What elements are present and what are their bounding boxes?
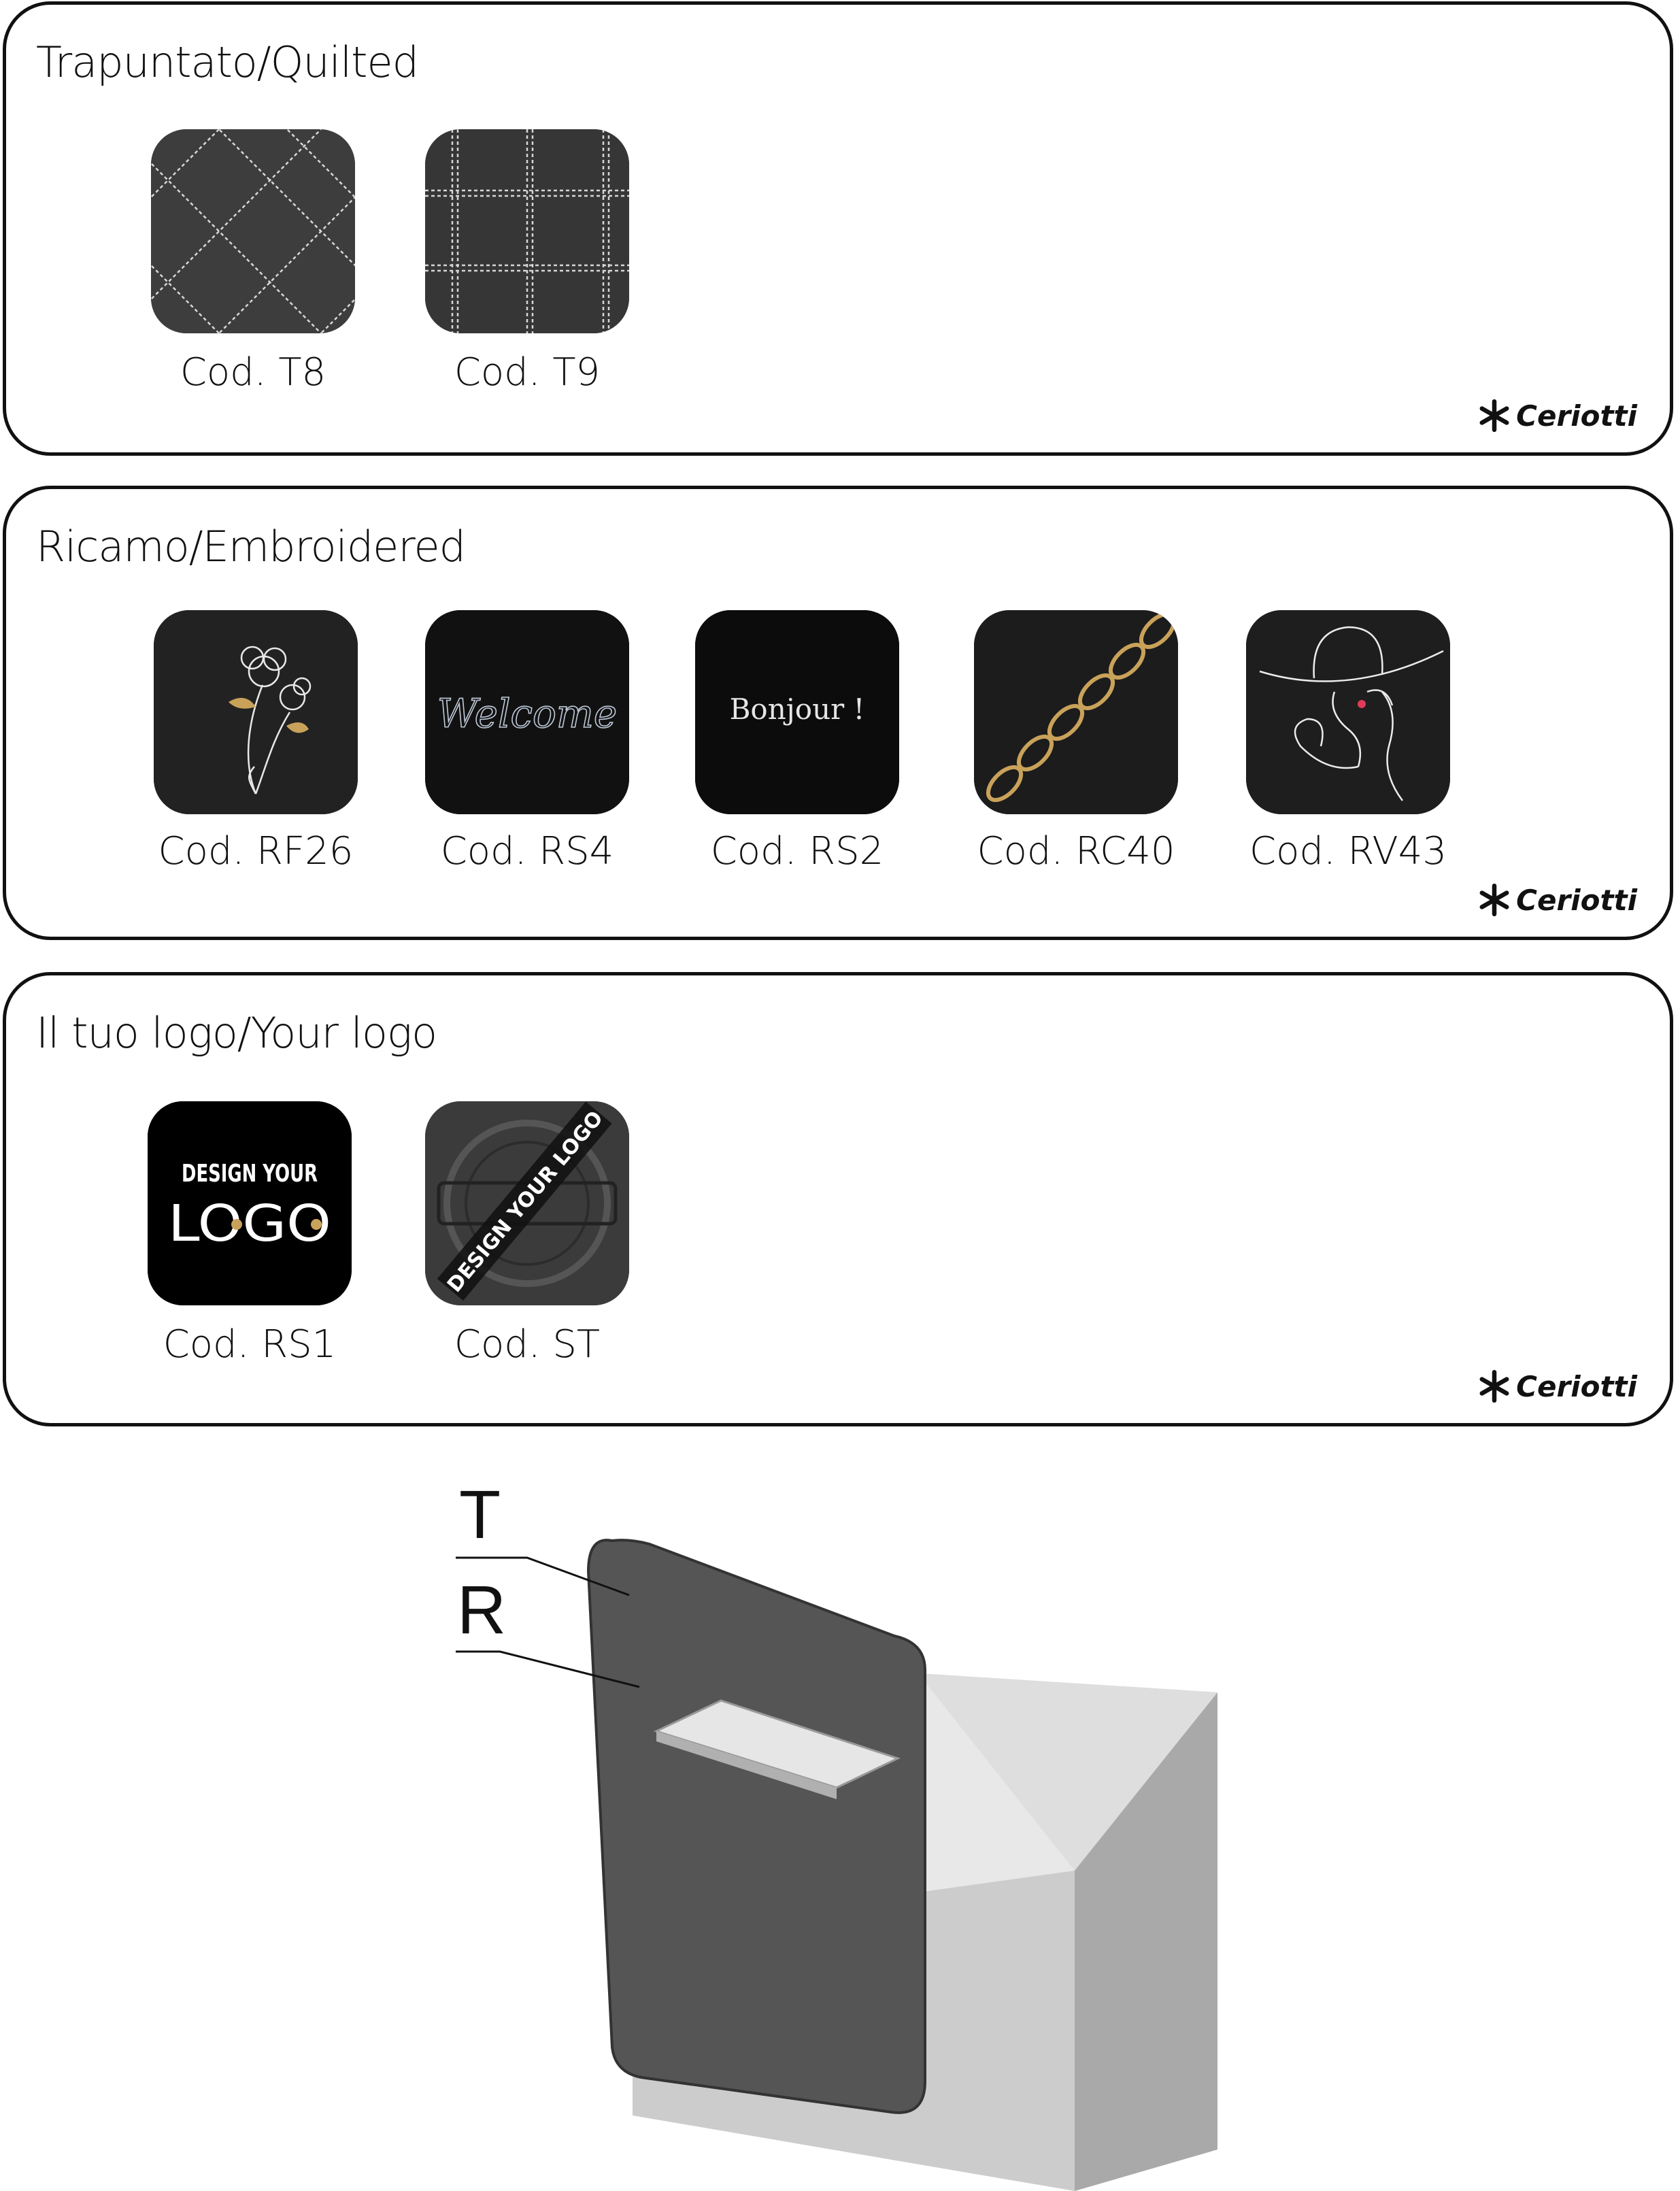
quilted-panel: Trapuntato/Quilted Cod. T8 Cod. T9: [3, 1, 1673, 456]
embroidered-title: Ricamo/Embroidered: [36, 522, 466, 571]
code-rc40: Cod. RC40: [977, 829, 1175, 873]
brand-name: Ceriotti: [1516, 883, 1637, 917]
code-t9: Cod. T9: [454, 350, 601, 395]
brand-name: Ceriotti: [1516, 1369, 1637, 1403]
code-rs4: Cod. RS4: [440, 829, 614, 873]
chain-embroidery-swatch-icon[interactable]: [974, 610, 1178, 814]
svg-text:DESIGN YOUR: DESIGN YOUR: [182, 1160, 318, 1188]
ceriotti-logo: Ceriotti: [1477, 1369, 1637, 1404]
label-t: T: [459, 1477, 501, 1553]
svg-text:Bonjour !: Bonjour !: [730, 692, 865, 726]
code-rs2: Cod. RS2: [710, 829, 884, 873]
code-rs1: Cod. RS1: [163, 1322, 337, 1367]
reception-counter-drawing: T R: [0, 1462, 1680, 2191]
design-logo-swatch-icon[interactable]: DESIGN YOUR LOGO: [148, 1101, 352, 1305]
svg-text:Welcome: Welcome: [437, 690, 617, 737]
snowflake-icon: [1479, 1369, 1509, 1403]
snowflake-icon: [1479, 883, 1509, 917]
snowflake-icon: [1479, 399, 1509, 433]
logo-title: Il tuo logo/Your logo: [36, 1008, 437, 1058]
svg-text:LOGO: LOGO: [168, 1194, 331, 1253]
code-t8: Cod. T8: [180, 350, 326, 395]
code-rf26: Cod. RF26: [158, 829, 354, 873]
welcome-embroidery-swatch-icon[interactable]: Welcome: [425, 610, 629, 814]
quilted-title: Trapuntato/Quilted: [36, 37, 419, 87]
woman-hat-embroidery-swatch-icon[interactable]: [1246, 610, 1450, 814]
ceriotti-logo: Ceriotti: [1477, 882, 1637, 918]
ceriotti-logo: Ceriotti: [1477, 398, 1637, 433]
embroidered-panel: Ricamo/Embroidered Cod. RF26 Welcome Cod…: [3, 486, 1673, 940]
code-rv43: Cod. RV43: [1249, 829, 1447, 873]
bonjour-embroidery-swatch-icon[interactable]: Bonjour !: [695, 610, 899, 814]
label-r: R: [457, 1572, 507, 1648]
code-st: Cod. ST: [454, 1322, 601, 1367]
brand-name: Ceriotti: [1516, 399, 1637, 433]
flower-embroidery-swatch-icon[interactable]: [154, 610, 358, 814]
logo-panel: Il tuo logo/Your logo DESIGN YOUR LOGO C…: [3, 972, 1673, 1426]
square-quilt-swatch-icon[interactable]: [425, 129, 629, 333]
stamped-logo-swatch-icon[interactable]: DESIGN YOUR LOGO: [425, 1101, 629, 1305]
diamond-quilt-swatch-icon[interactable]: [151, 129, 355, 333]
